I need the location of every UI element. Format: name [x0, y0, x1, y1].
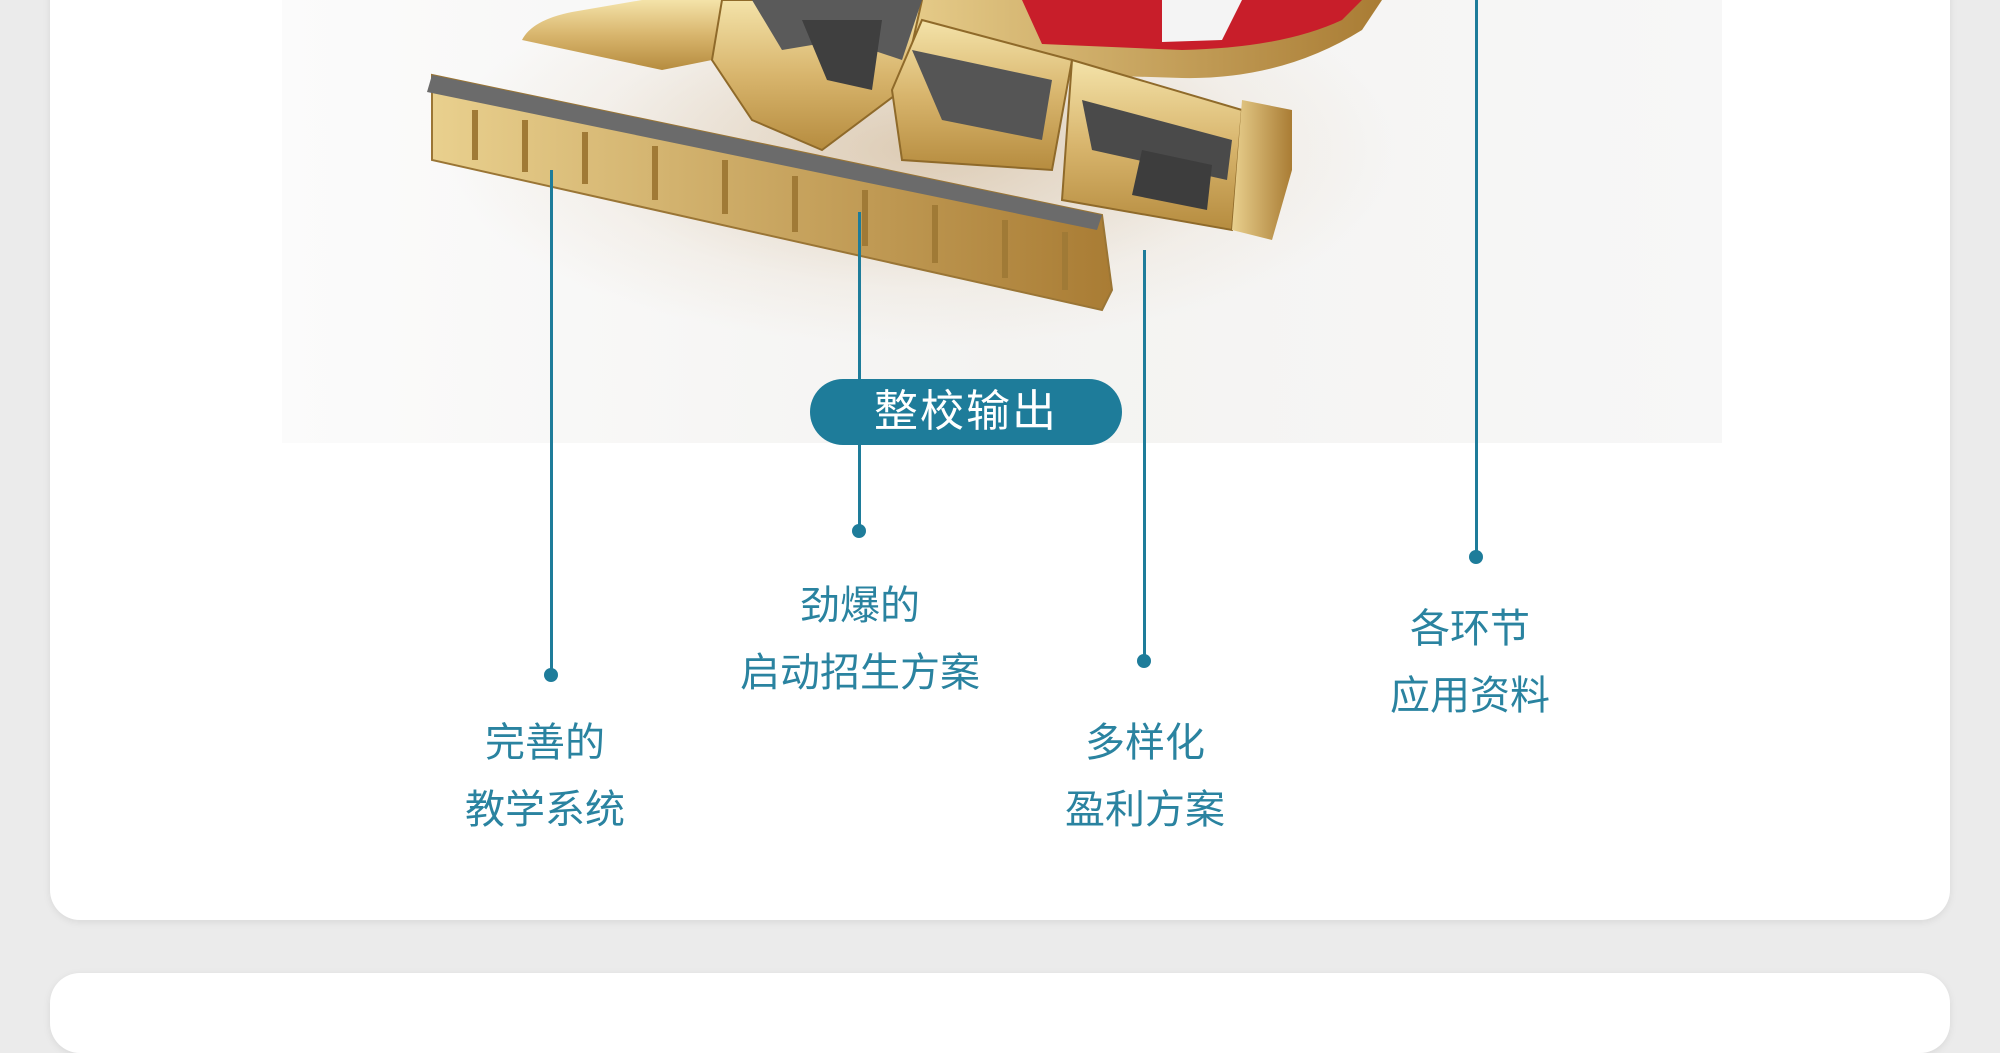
feature-label-teaching: 完善的 教学系统 — [405, 710, 685, 844]
leader-line-profit — [1143, 250, 1146, 661]
feature-label-line2: 启动招生方案 — [740, 650, 980, 696]
leader-line-enrollment — [858, 212, 861, 532]
feature-label-line1: 完善的 — [485, 720, 605, 766]
whole-school-output-badge: 整校输出 — [810, 379, 1122, 445]
leader-dot-enrollment — [852, 524, 866, 538]
leader-line-teaching — [550, 170, 553, 675]
feature-label-line1: 各环节 — [1410, 606, 1530, 652]
logo-characters — [522, 0, 1292, 240]
feature-label-line1: 劲爆的 — [800, 583, 920, 629]
leader-dot-materials — [1469, 550, 1483, 564]
feature-label-line1: 多样化 — [1085, 720, 1205, 766]
hero-logo-image — [282, 0, 1722, 443]
next-card — [50, 973, 1950, 1053]
feature-label-materials: 各环节 应用资料 — [1330, 596, 1610, 730]
feature-label-enrollment: 劲爆的 启动招生方案 — [700, 573, 1020, 707]
feature-label-line2: 应用资料 — [1390, 673, 1550, 719]
logo-pinyin — [427, 73, 1114, 312]
feature-label-line2: 教学系统 — [465, 787, 625, 833]
feature-label-line2: 盈利方案 — [1065, 787, 1225, 833]
leader-dot-profit — [1137, 654, 1151, 668]
leader-line-materials — [1475, 0, 1478, 557]
leader-dot-teaching — [544, 668, 558, 682]
feature-label-profit: 多样化 盈利方案 — [1005, 710, 1285, 844]
